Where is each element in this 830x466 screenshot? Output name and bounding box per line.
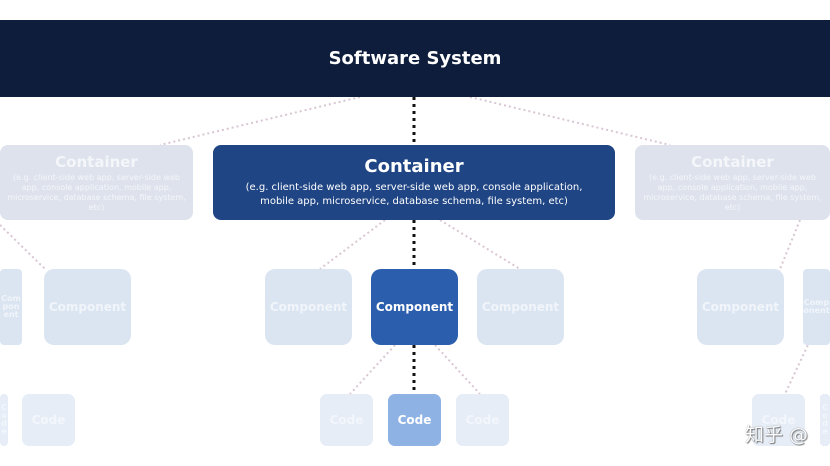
software-system-box: Software System xyxy=(0,20,830,97)
container-title: Container xyxy=(55,152,138,171)
container-box-right: Container (e.g. client-side web app, ser… xyxy=(635,145,830,220)
software-system-label: Software System xyxy=(328,48,502,69)
code-box: Code xyxy=(820,394,830,446)
code-label: Code xyxy=(397,413,432,427)
code-label: Code xyxy=(1,403,7,436)
container-title: Container xyxy=(364,156,464,177)
component-box: Component xyxy=(0,269,22,345)
container-box-active: Container (e.g. client-side web app, ser… xyxy=(213,145,615,220)
component-label: Component xyxy=(481,300,560,314)
container-description: (e.g. client-side web app, server-side w… xyxy=(643,172,822,212)
component-label: Component xyxy=(375,300,454,314)
component-label: Component xyxy=(48,300,127,314)
component-box: Component xyxy=(697,269,784,345)
code-label: Code xyxy=(329,413,364,427)
component-box-active: Component xyxy=(371,269,458,345)
component-box: Component xyxy=(477,269,564,345)
component-box: Component xyxy=(803,269,830,345)
container-box-left: Container (e.g. client-side web app, ser… xyxy=(0,145,193,220)
code-label: Code xyxy=(31,413,66,427)
code-box: Code xyxy=(320,394,373,446)
component-label: Component xyxy=(701,300,780,314)
component-label: Component xyxy=(269,300,348,314)
component-box: Component xyxy=(265,269,352,345)
component-label: Component xyxy=(1,294,21,319)
container-description: (e.g. client-side web app, server-side w… xyxy=(245,182,583,207)
component-box: Component xyxy=(44,269,131,345)
code-box: Code xyxy=(22,394,75,446)
container-title: Container xyxy=(691,152,774,171)
code-box: Code xyxy=(0,394,8,446)
code-box-active: Code xyxy=(388,394,441,446)
code-box: Code xyxy=(752,394,805,446)
watermark: 知乎 @ xyxy=(744,424,808,446)
component-label: Component xyxy=(803,298,830,315)
container-description: (e.g. client-side web app, server-side w… xyxy=(7,172,186,212)
code-box: Code xyxy=(456,394,509,446)
code-label: Code xyxy=(465,413,500,427)
code-label: Code xyxy=(761,413,796,427)
code-label: Code xyxy=(822,403,828,436)
